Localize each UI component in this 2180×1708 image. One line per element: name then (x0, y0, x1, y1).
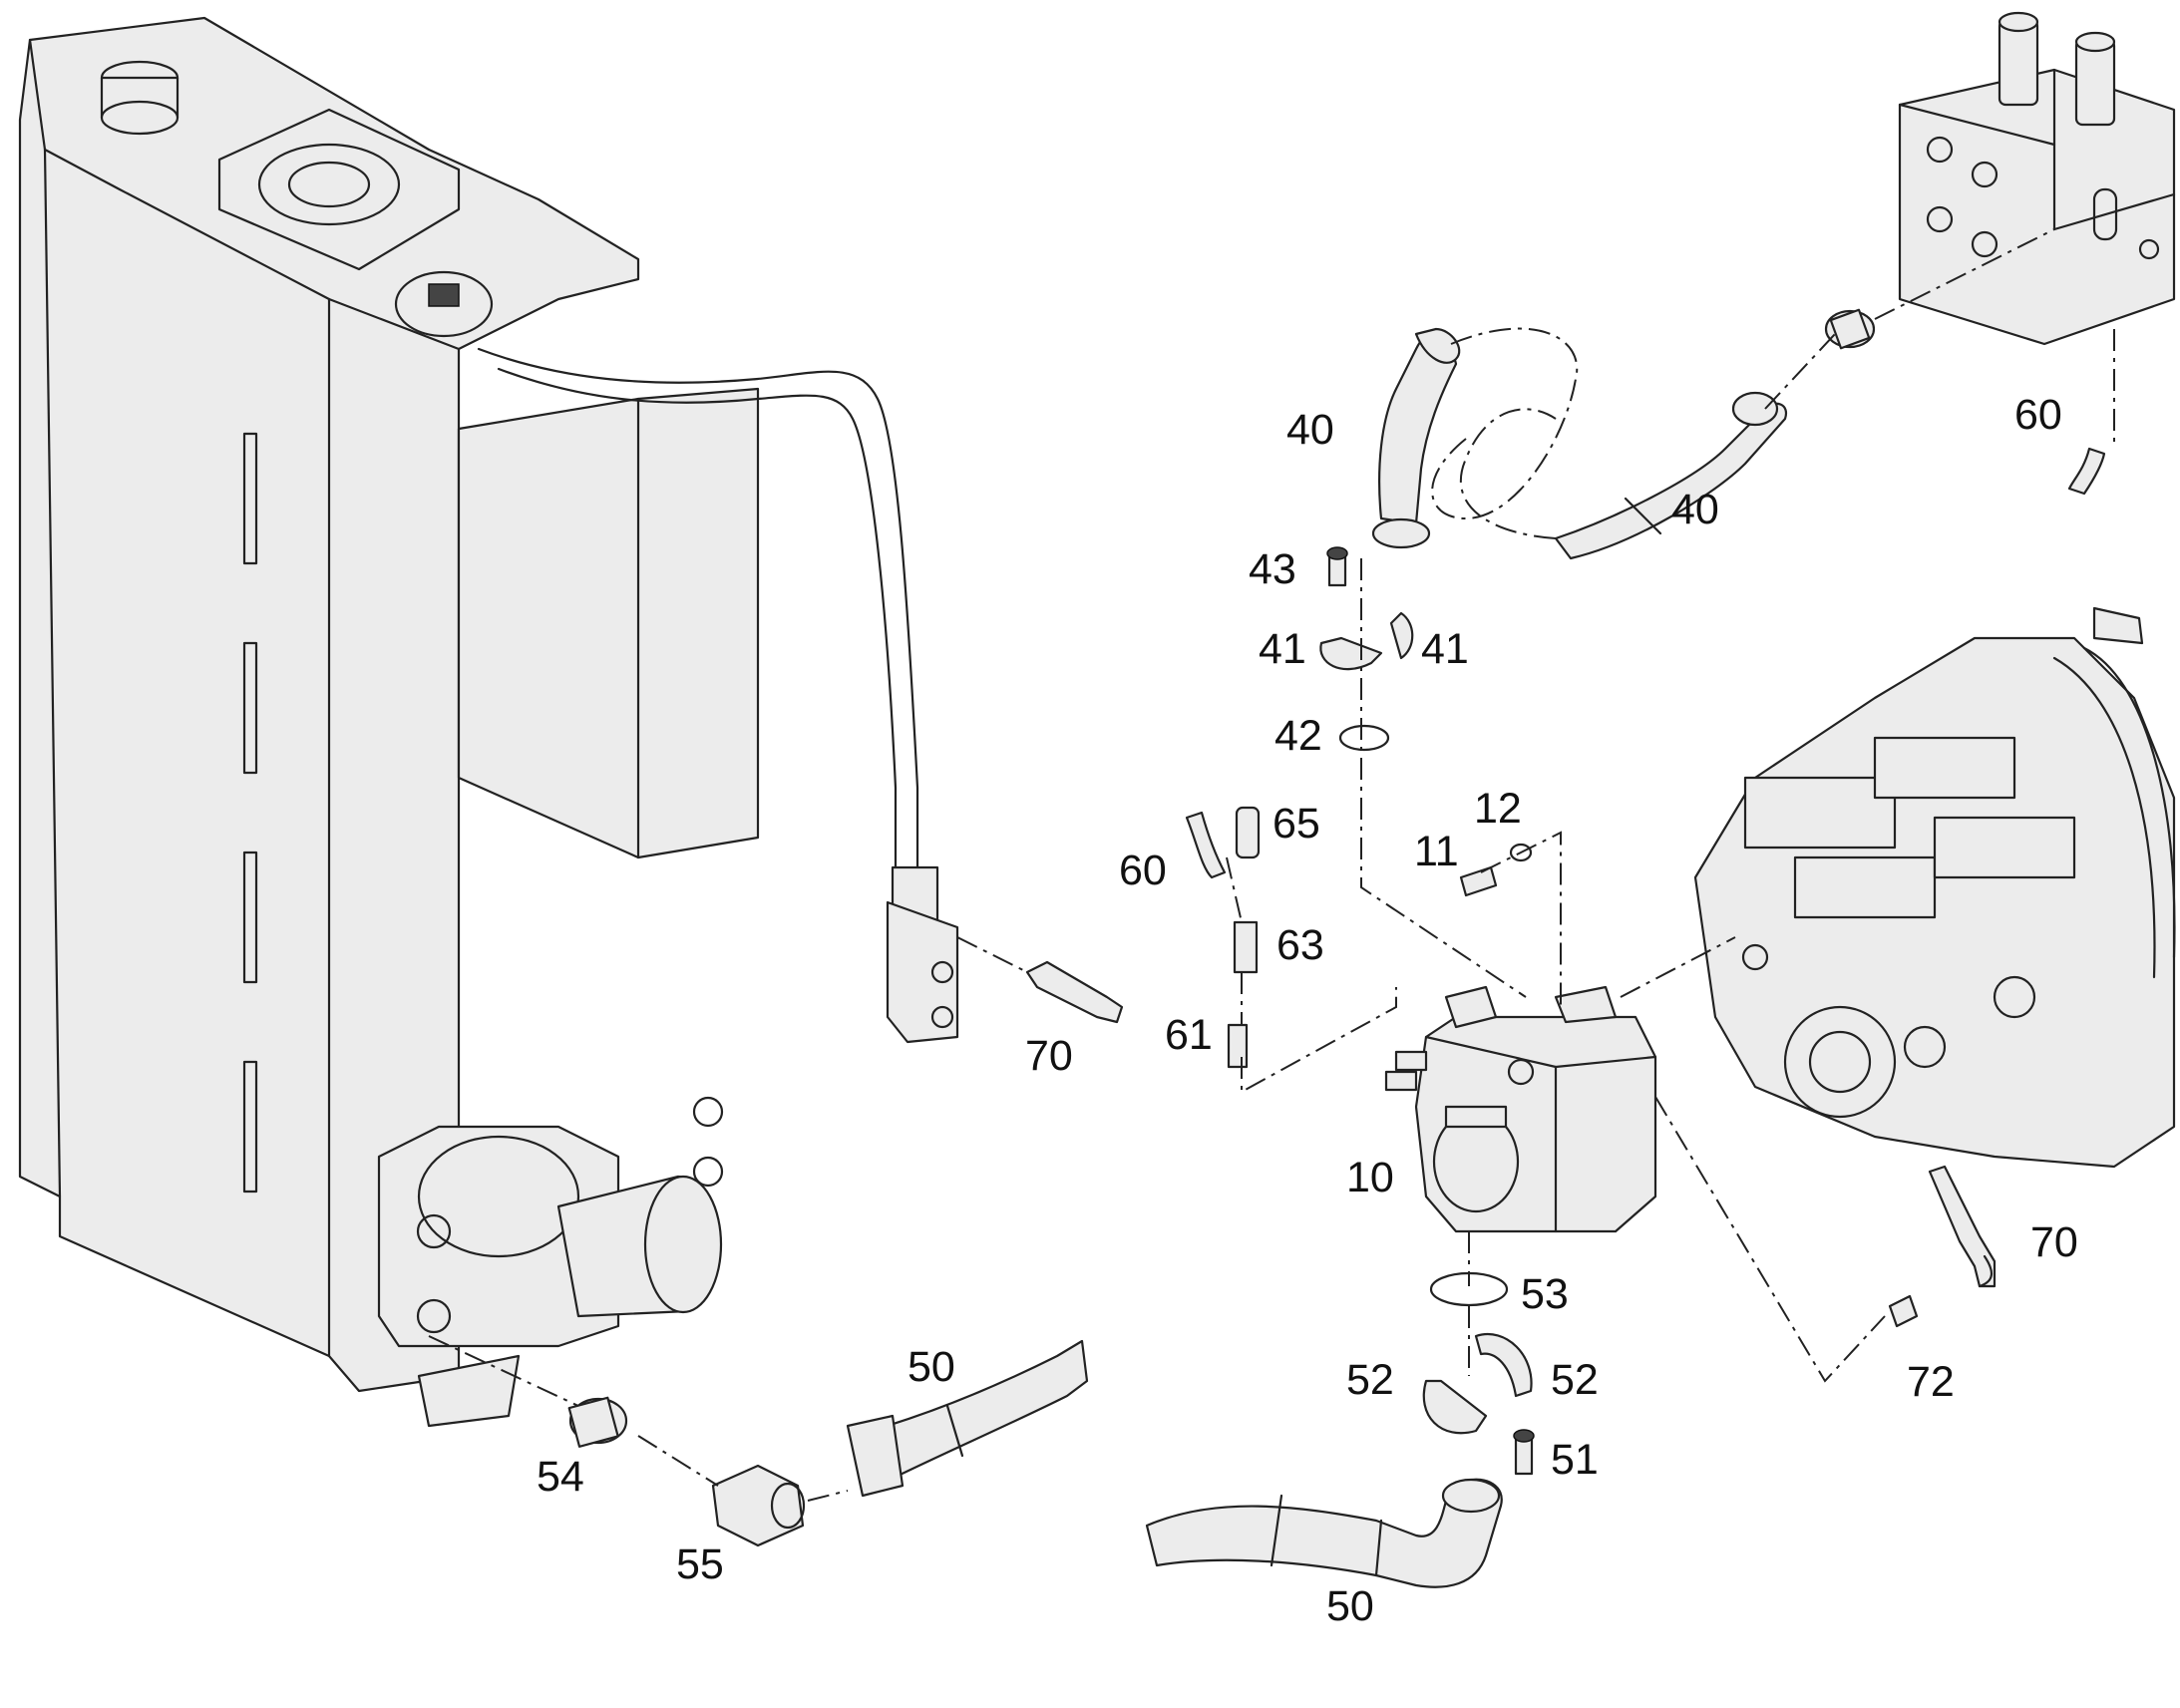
callout-41-right: 41 (1421, 625, 1469, 673)
callout-43: 43 (1249, 545, 1296, 593)
callout-55: 55 (676, 1540, 724, 1588)
callout-61: 61 (1165, 1011, 1213, 1059)
pressure-hose-50-right (1145, 1478, 1503, 1588)
control-valve-block (1898, 11, 2176, 346)
callout-42: 42 (1274, 712, 1322, 760)
flange-clamp-parts (1319, 546, 1414, 752)
callout-40-suction: 40 (1286, 406, 1334, 454)
callout-70-left: 70 (1025, 1032, 1073, 1080)
tank-adapters (567, 1396, 806, 1547)
callout-70-right: 70 (2030, 1218, 2078, 1266)
hydraulic-tank (18, 16, 959, 1428)
callout-11: 11 (1414, 828, 1459, 875)
callout-51: 51 (1551, 1436, 1599, 1484)
suction-hose-40 (1371, 327, 1461, 549)
callout-40-return: 40 (1671, 486, 1719, 533)
callout-labels: 40 40 60 43 41 41 42 65 60 12 11 63 61 7… (537, 391, 2078, 1630)
pressure-hose-50-left (846, 1339, 1089, 1498)
assembly-leader-lines (428, 228, 2115, 1502)
callout-60-pump: 60 (1119, 847, 1167, 894)
callout-41-left: 41 (1259, 625, 1306, 673)
oil-line-70-left (1025, 960, 1124, 1024)
return-hose-40 (1554, 391, 1788, 560)
callout-60-valve: 60 (2014, 391, 2062, 439)
bolt-and-washer (1459, 843, 1533, 897)
callout-50-upper: 50 (908, 1343, 955, 1391)
callout-65: 65 (1272, 800, 1320, 848)
callout-52-left: 52 (1346, 1356, 1394, 1404)
callout-63: 63 (1276, 921, 1324, 969)
hydraulic-pump (1384, 985, 1657, 1233)
callout-53: 53 (1521, 1270, 1569, 1318)
gearbox-assembly (1693, 636, 2176, 1169)
pump-outlet-flange-parts (1422, 1271, 1535, 1476)
small-fittings (1185, 447, 2144, 1069)
callout-72: 72 (1907, 1358, 1955, 1406)
callout-10: 10 (1346, 1154, 1394, 1201)
valve-adapter-fitting (1824, 308, 1876, 350)
oil-line-70-right (1888, 1165, 1997, 1328)
callout-12: 12 (1474, 785, 1522, 833)
callout-52-right: 52 (1551, 1356, 1599, 1404)
callout-54: 54 (537, 1453, 584, 1501)
callout-50-lower: 50 (1326, 1582, 1374, 1630)
